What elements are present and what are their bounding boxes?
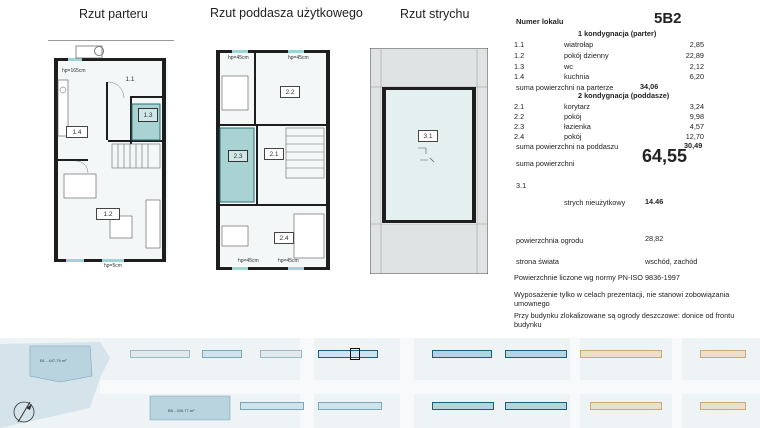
level2-sum-label: suma powierzchni na poddaszu <box>516 142 619 151</box>
loft-room-name: strych nieużytkowy <box>564 198 626 207</box>
room-name: kuchnia <box>564 72 590 81</box>
hp-label-attic-2: hp=45cm <box>288 55 309 61</box>
lot-label-b1: B1 - 447,79 m² <box>40 358 67 363</box>
room-label-2-2: 2.2 <box>280 86 300 98</box>
hp-label-attic-4: hp=45cm <box>278 258 299 264</box>
site-plan: B1 - 447,79 m² B5 - 339,77 m² <box>0 338 760 428</box>
room-no: 1.1 <box>514 40 525 49</box>
loft-room-no: 3.1 <box>516 181 527 190</box>
room-label-1-3: 1.3 <box>138 108 158 122</box>
lot-label-b5: B5 - 339,77 m² <box>168 408 195 413</box>
unit-block[interactable] <box>700 350 746 358</box>
area-info-panel: Numer lokalu 5B2 1 kondygnacja (parter) … <box>514 0 754 330</box>
room-name: korytarz <box>564 102 590 111</box>
room-label-2-3: 2.3 <box>228 150 248 162</box>
selected-unit-marker <box>350 348 360 360</box>
room-no: 2.1 <box>514 102 525 111</box>
room-label-2-1: 2.1 <box>264 148 284 160</box>
loft-plan: 3.1 <box>369 47 489 275</box>
room-name: pokój <box>564 112 582 121</box>
room-no: 2.2 <box>514 112 525 121</box>
room-row: 2.4 pokój 12,70 <box>514 132 704 142</box>
room-row: 1.4 kuchnia 6,20 <box>514 72 704 82</box>
room-row: 1.1 wiatrołap 2,85 <box>514 40 704 50</box>
unit-block[interactable] <box>260 350 302 358</box>
hp-label-ground-bottom: hp=5cm <box>104 263 122 269</box>
level1-title: 1 kondygnacja (parter) <box>578 29 657 38</box>
loft-floor-title: Rzut strychu <box>400 7 470 21</box>
room-label-1-4: 1.4 <box>66 126 88 138</box>
unit-block[interactable] <box>130 350 190 358</box>
hp-label-attic-3: hp=45cm <box>238 258 259 264</box>
ground-floor-drawing <box>46 44 174 276</box>
level1-sum-value: 34,06 <box>640 82 659 91</box>
total-area-label: suma powierzchni <box>516 159 575 168</box>
room-no: 2.3 <box>514 122 525 131</box>
room-no: 1.4 <box>514 72 525 81</box>
unit-block[interactable] <box>580 350 662 358</box>
room-area: 6,20 <box>689 72 704 81</box>
room-no: 1.2 <box>514 51 525 60</box>
room-name: wc <box>564 62 573 71</box>
level2-sum-value: 30,49 <box>684 141 703 150</box>
unit-block[interactable] <box>505 350 567 358</box>
orientation-value: wschód, zachód <box>645 257 698 266</box>
room-row: 1.3 wc 2,12 <box>514 62 704 72</box>
attic-floor-plan: 2.2 2.3 2.1 2.4 hp=45cm hp=45cm hp=45cm … <box>214 46 332 274</box>
site-plan-drawing <box>0 338 760 428</box>
room-label-1-1: 1.1 <box>125 75 135 83</box>
note-norm: Powierzchnie liczone wg normy PN-ISO 983… <box>514 273 680 282</box>
orientation-label: strona świata <box>516 257 559 266</box>
door-arrow-icon <box>94 46 104 56</box>
total-area-value: 64,55 <box>642 146 688 166</box>
room-row: 1.2 pokój dzienny 22,89 <box>514 51 704 61</box>
garden-area-value: 28,82 <box>645 234 664 243</box>
unit-block[interactable] <box>700 402 746 410</box>
room-name: pokój <box>564 132 582 141</box>
room-area: 2,12 <box>689 62 704 71</box>
hp-label-attic-1: hp=45cm <box>228 55 249 61</box>
room-area: 2,85 <box>689 40 704 49</box>
unit-block[interactable] <box>432 350 492 358</box>
room-name: wiatrołap <box>564 40 594 49</box>
room-no: 2.4 <box>514 132 525 141</box>
room-no: 1.3 <box>514 62 525 71</box>
hp-label-ground-top: hp=165cm <box>62 68 86 74</box>
level1-sum-label: suma powierzchni na parterze <box>516 83 614 92</box>
loft-room-area: 14.46 <box>645 197 664 206</box>
room-label-3-1: 3.1 <box>418 130 438 142</box>
note-rain-gardens: Przy budynku zlokalizowane są ogrody des… <box>514 311 735 329</box>
room-row: 2.3 łazienka 4,57 <box>514 122 704 132</box>
unit-block[interactable] <box>432 402 494 410</box>
unit-block-selected[interactable] <box>318 350 378 358</box>
unit-block[interactable] <box>318 402 382 410</box>
room-row: 2.1 korytarz 3,24 <box>514 102 704 112</box>
header-label: Numer lokalu <box>516 17 564 26</box>
unit-block[interactable] <box>590 402 662 410</box>
unit-block[interactable] <box>240 402 304 410</box>
unit-block[interactable] <box>505 402 567 410</box>
room-label-2-4: 2.4 <box>274 232 294 244</box>
level2-title: 2 kondygnacja (poddasze) <box>578 91 670 100</box>
garden-area-label: powierzchnia ogrodu <box>516 236 584 245</box>
unit-block[interactable] <box>202 350 242 358</box>
note-furnishing: Wyposażenie tylko w celach prezentacji, … <box>514 290 730 308</box>
attic-floor-title: Rzut poddasza użytkowego <box>210 6 363 20</box>
ground-floor-scale-marks <box>48 40 174 43</box>
room-label-1-2: 1.2 <box>96 208 120 220</box>
ground-floor-title: Rzut parteru <box>79 7 148 21</box>
room-area: 4,57 <box>689 122 704 131</box>
room-area: 22,89 <box>685 51 704 60</box>
room-name: pokój dzienny <box>564 51 609 60</box>
room-area: 12,70 <box>685 132 704 141</box>
loft-drawing <box>369 47 489 275</box>
room-name: łazienka <box>564 122 591 131</box>
unit-id: 5B2 <box>654 10 682 27</box>
ground-floor-plan: 1.1 1.3 1.4 1.2 hp=165cm hp=5cm <box>46 44 174 276</box>
room-area: 9,98 <box>689 112 704 121</box>
room-area: 3,24 <box>689 102 704 111</box>
room-row: 2.2 pokój 9,98 <box>514 112 704 122</box>
